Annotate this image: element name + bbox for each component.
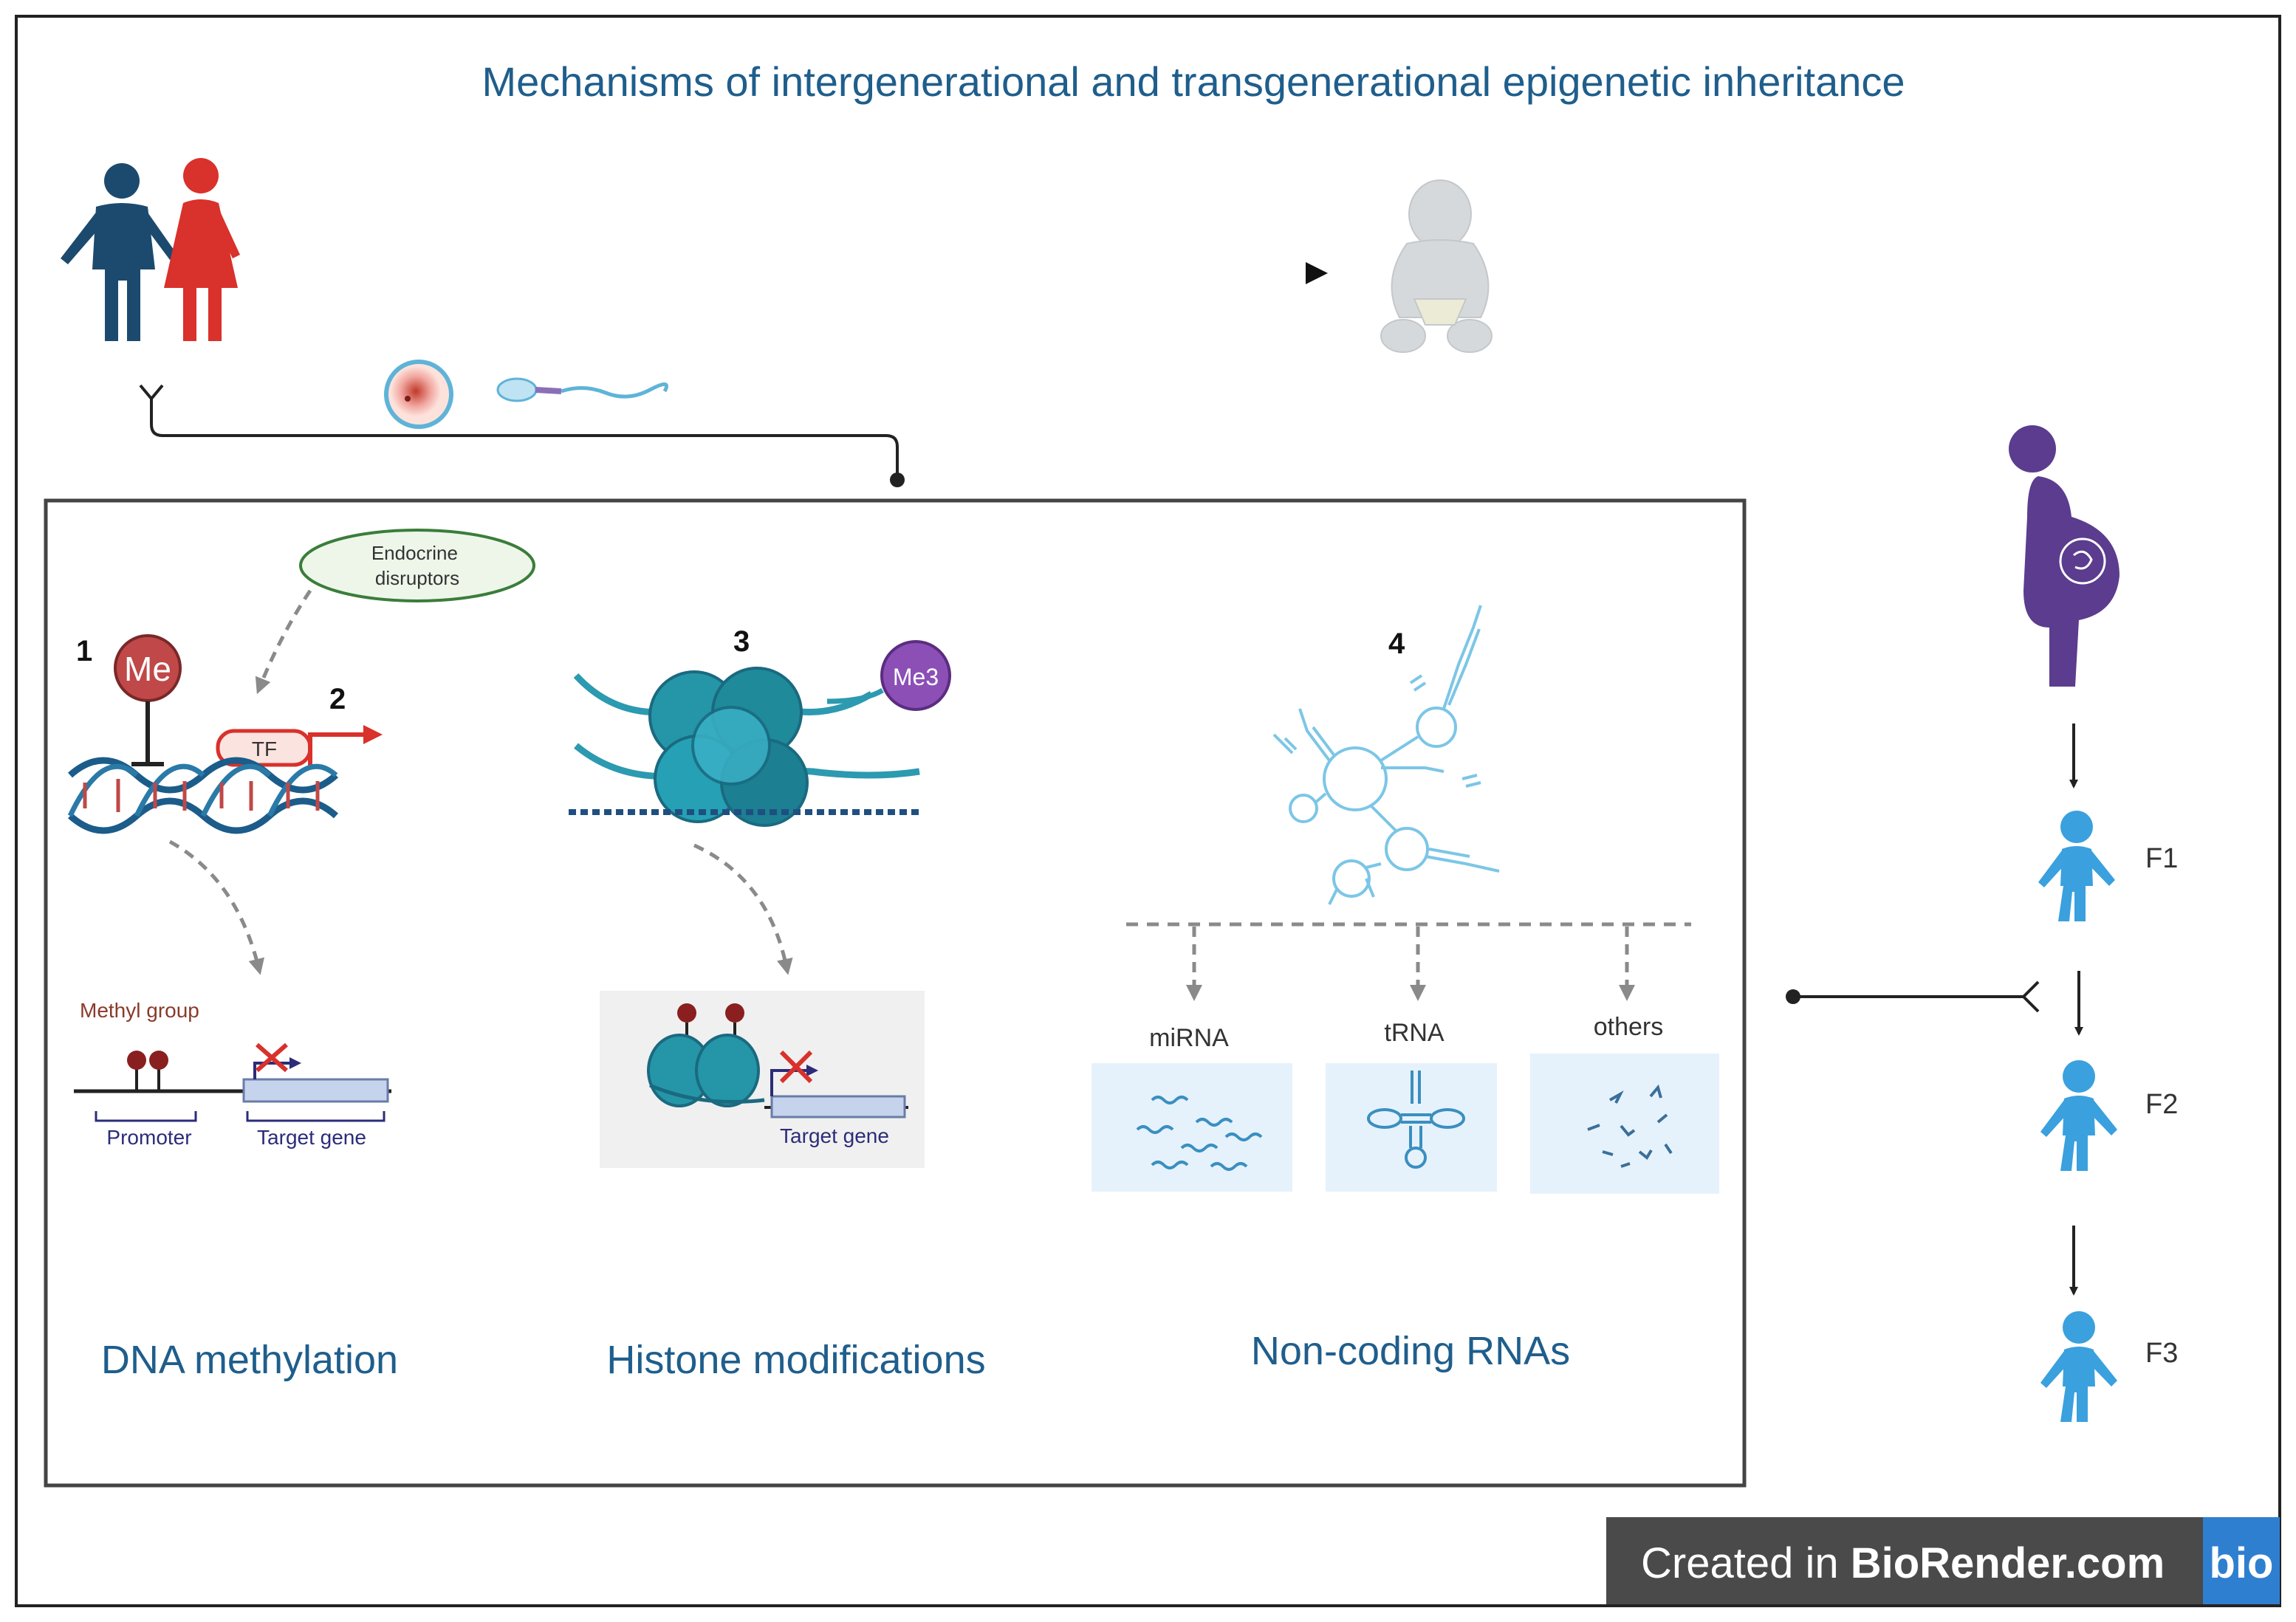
generations-connector-fork xyxy=(2021,980,2040,1013)
dna-to-gene-arrow xyxy=(168,839,264,975)
mechanisms-box xyxy=(44,498,1747,1488)
arrow-head xyxy=(1306,262,1328,284)
father-icon xyxy=(61,163,177,341)
trimethyl-badge: Me3 xyxy=(880,640,951,711)
target-gene-bracket xyxy=(246,1111,385,1122)
rna-type-others: others xyxy=(1594,1013,1664,1041)
generation-label-f2: F2 xyxy=(2145,1089,2178,1120)
diagram-title: Mechanisms of intergenerational and tran… xyxy=(482,58,1905,105)
promoter-bracket xyxy=(95,1111,197,1122)
child-icon-f1 xyxy=(2038,811,2115,921)
mechanism-number-3: 3 xyxy=(733,625,750,658)
mechanism-number-1: 1 xyxy=(76,635,92,667)
transcription-arrow xyxy=(308,725,383,768)
methyl-badge: Me xyxy=(114,634,182,702)
blocked-x-2 xyxy=(779,1050,813,1084)
biorender-badge[interactable]: Created in BioRender.com bio xyxy=(1606,1517,2280,1604)
endocrine-disruptors-label: Endocrine disruptors xyxy=(371,542,463,589)
biorender-badge-text: Created in BioRender.com xyxy=(1641,1539,2165,1587)
mirna-panel xyxy=(1092,1063,1292,1192)
generation-label-f3: F3 xyxy=(2145,1338,2178,1369)
svg-text:TF: TF xyxy=(252,738,277,760)
methyl-group-label: Methyl group xyxy=(80,999,199,1022)
endocrine-arrow xyxy=(255,589,312,695)
pregnant-woman-icon xyxy=(2009,425,2119,687)
promoter-label: Promoter xyxy=(106,1126,191,1149)
histone-gene-nucleosomes xyxy=(647,1003,765,1107)
dna-helix-icon xyxy=(67,757,338,834)
egg-cell-icon xyxy=(384,360,453,429)
mechanism-number-2: 2 xyxy=(329,683,346,715)
child-icon-f2 xyxy=(2040,1060,2117,1171)
trna-molecule-icon xyxy=(1367,1071,1465,1169)
target-gene-block-2 xyxy=(770,1095,906,1118)
others-panel xyxy=(1530,1054,1719,1194)
methyl-group-markers xyxy=(127,1051,168,1091)
biorender-logo: bio xyxy=(2210,1539,2274,1587)
generation-label-f1: F1 xyxy=(2145,843,2178,874)
endocrine-disruptors-ellipse xyxy=(299,529,535,602)
connector-fork xyxy=(139,384,164,402)
promoter-arrow-1 xyxy=(253,1057,301,1079)
nucleosome-icon xyxy=(569,667,920,827)
histone-to-gene-arrow xyxy=(693,843,793,975)
target-gene-label-1: Target gene xyxy=(257,1126,366,1149)
connector-dot xyxy=(890,472,905,487)
baby-icon xyxy=(1380,179,1493,353)
mechanism-number-4: 4 xyxy=(1388,628,1405,660)
outer-frame xyxy=(15,15,2281,1607)
sperm-cell-icon xyxy=(496,377,668,402)
target-gene-label-2: Target gene xyxy=(780,1124,889,1147)
svg-text:Me3: Me3 xyxy=(893,664,939,690)
mechanism-dna-methylation: DNA methylation xyxy=(101,1338,398,1382)
blocked-x-1 xyxy=(256,1042,288,1073)
target-gene-block-1 xyxy=(242,1078,389,1103)
child-icon-f3 xyxy=(2040,1311,2117,1422)
rna-type-mirna: miRNA xyxy=(1149,1024,1229,1052)
other-rnas-icon xyxy=(1587,1084,1673,1168)
mechanism-histone-modifications: Histone modifications xyxy=(606,1338,985,1382)
rna-structure-icon xyxy=(1272,605,1500,905)
mother-icon xyxy=(164,158,240,341)
svg-text:Me: Me xyxy=(124,650,171,688)
mechanism-non-coding-rnas: Non-coding RNAs xyxy=(1251,1329,1570,1373)
mirna-molecules-icon xyxy=(1136,1096,1263,1171)
parents-connector xyxy=(150,399,899,478)
rna-type-trna: tRNA xyxy=(1384,1019,1445,1047)
